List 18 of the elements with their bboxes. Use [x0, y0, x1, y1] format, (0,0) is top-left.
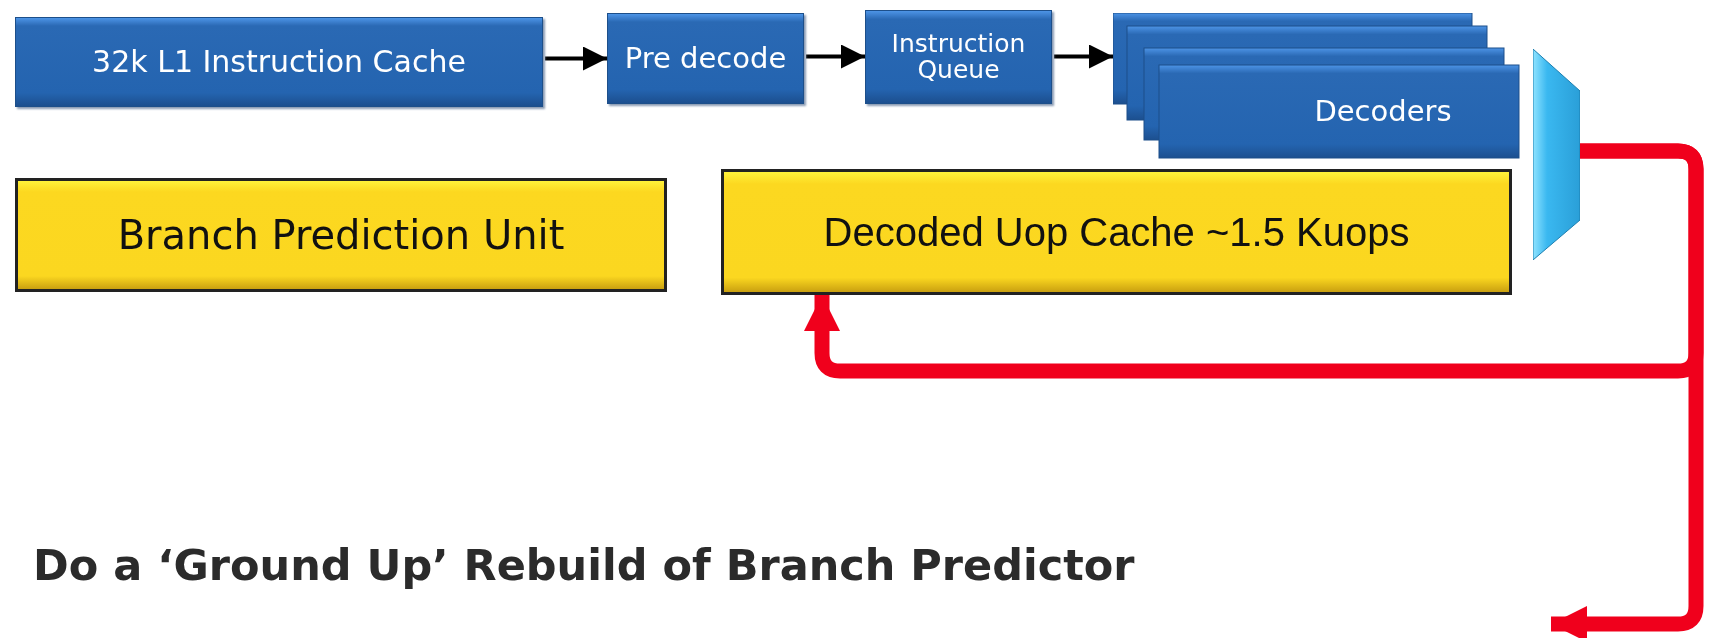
arrow [806, 44, 865, 69]
pipeline-box [15, 17, 543, 107]
mux-trapezoid [1533, 49, 1580, 260]
box-label: Decoders [1313, 95, 1453, 129]
feedback-arrow [1551, 143, 1704, 638]
arrow [1054, 44, 1113, 69]
box-label: 32k L1 Instruction Cache [92, 44, 466, 80]
unit-box [721, 169, 1512, 295]
unit-box [15, 178, 667, 292]
box-label: Instruction Queue [890, 30, 1027, 84]
decoder-stack [1113, 13, 1521, 160]
arrow [545, 46, 607, 71]
box-label: Pre decode [624, 41, 787, 76]
box-label: Decoded Uop Cache ~1.5 Kuops [823, 209, 1410, 255]
pipeline-box [865, 10, 1052, 104]
box-label: Branch Prediction Unit [117, 212, 565, 258]
heading: Do a ‘Ground Up’ Rebuild of Branch Predictor [33, 540, 1135, 590]
pipeline-box [607, 13, 804, 104]
